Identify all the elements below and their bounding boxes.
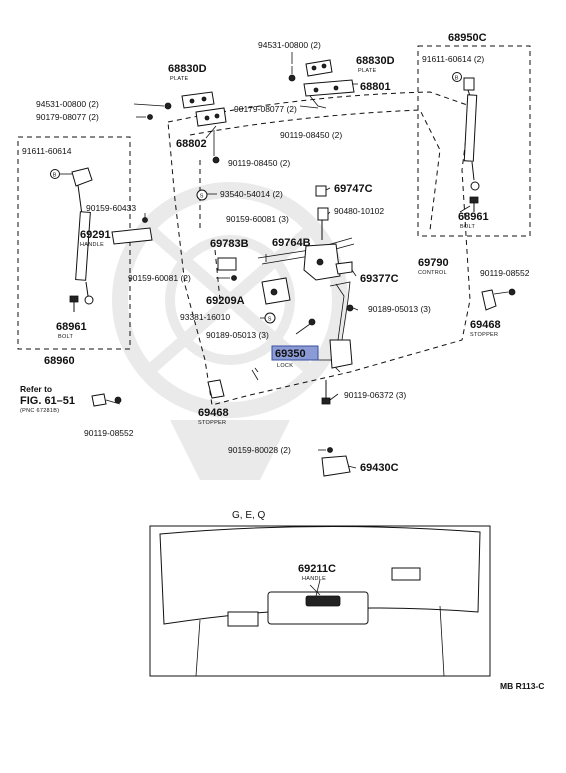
label-69468-right: 69468 — [470, 319, 501, 331]
gas-strut-right — [463, 77, 480, 191]
s-marker-a: S — [200, 194, 204, 200]
label-94531-top: 94531-00800 (2) — [258, 40, 321, 50]
label-lock: LOCK — [277, 363, 293, 369]
label-68802: 68802 — [176, 138, 207, 150]
label-68960: 68960 — [44, 355, 75, 367]
label-stopper-right: STOPPER — [470, 332, 498, 338]
b-marker-right: B — [455, 76, 459, 82]
label-91611-left: 91611-60614 — [22, 146, 72, 156]
label-91611-right: 91611-60614 (2) — [422, 54, 484, 64]
inset-view — [149, 525, 491, 677]
handle-69291 — [111, 217, 153, 245]
label-control: CONTROL — [418, 270, 447, 276]
leader-lines — [105, 52, 509, 597]
striker-69430C — [321, 447, 351, 477]
bolt-68961-left — [69, 295, 79, 312]
part-labels: 94531-00800 (2) 68830D PLATE 68950C 9161… — [20, 32, 544, 691]
label-69377c: 69377C — [360, 273, 399, 285]
s-marker-b: S — [268, 317, 272, 323]
label-69291: 69291 — [80, 229, 111, 241]
label-69350: 69350 — [275, 348, 306, 360]
label-90119-08450-b: 90119-08450 (2) — [228, 158, 290, 168]
gas-strut-left — [71, 167, 94, 305]
part-69209A — [261, 277, 291, 305]
back-door-outline — [167, 91, 471, 406]
refer-to-text: Refer to — [20, 384, 52, 394]
b-marker-right-circle — [452, 72, 462, 82]
label-90159-80028: 90159-80028 (2) — [228, 445, 291, 455]
b-marker-left-circle — [50, 169, 60, 179]
label-90189-05013-left: 90189-05013 (3) — [206, 330, 269, 340]
label-bolt-right: BOLT — [460, 224, 475, 230]
label-68961-left: 68961 — [56, 321, 87, 333]
label-plate-right: PLATE — [358, 68, 377, 74]
label-handle-69291: HANDLE — [80, 242, 104, 248]
b-marker-left: B — [53, 173, 57, 179]
label-68830d-right: 68830D — [356, 55, 395, 67]
label-90119-08552-left: 90119-08552 — [84, 428, 134, 438]
label-90480: 90480-10102 — [334, 206, 384, 216]
label-69764b: 69764B — [272, 237, 311, 249]
label-69790: 69790 — [418, 257, 449, 269]
hinge-68801 — [288, 59, 355, 109]
strut-box-left: B — [17, 136, 131, 350]
label-69430c: 69430C — [360, 462, 399, 474]
label-geq: G, E, Q — [232, 510, 266, 521]
watermark-emblem — [112, 182, 348, 480]
label-69209a: 69209A — [206, 295, 245, 307]
label-93381: 93381-16010 — [180, 312, 230, 322]
part-69783B — [217, 257, 237, 281]
label-93540: 93540-54014 (2) — [220, 189, 283, 199]
fig-reference: FIG. 61–51 — [20, 395, 75, 407]
hinge-68802 — [147, 91, 227, 164]
label-90179-left: 90179-08077 (2) — [36, 112, 99, 122]
label-90179-mid: 90179-08077 (2) — [234, 104, 297, 114]
label-90159-60081-b: 90159-60081 (2) — [128, 273, 191, 283]
label-68801: 68801 — [360, 81, 391, 93]
label-plate-left: PLATE — [170, 76, 189, 82]
label-69211c: 69211C — [298, 563, 336, 575]
bolt-68961-right — [469, 196, 479, 212]
pnc-reference: (PNC 67281B) — [20, 408, 59, 414]
label-68830d-left: 68830D — [168, 63, 207, 75]
label-94531-left: 94531-00800 (2) — [36, 99, 99, 109]
label-68961-right: 68961 — [458, 211, 489, 223]
stopper-69468-right — [481, 288, 516, 311]
label-90189-05013-right: 90189-05013 (3) — [368, 304, 431, 314]
label-stopper-left: STOPPER — [198, 420, 226, 426]
label-handle-69211c: HANDLE — [302, 576, 326, 582]
label-69747c: 69747C — [334, 183, 373, 195]
label-90159-60433: 90159-60433 — [86, 203, 136, 213]
label-69783b: 69783B — [210, 238, 249, 250]
label-68950c: 68950C — [448, 32, 487, 44]
label-90119-06372: 90119-06372 (3) — [344, 390, 406, 400]
label-90159-60081-a: 90159-60081 (3) — [226, 214, 289, 224]
strut-box-right: B — [417, 45, 531, 237]
highlight-69350-box — [271, 345, 319, 361]
label-90119-08450-a: 90119-08450 (2) — [280, 130, 342, 140]
label-69468-left: 69468 — [198, 407, 229, 419]
diagram-code: MB R113-C — [500, 681, 544, 691]
label-90119-08552-right: 90119-08552 — [480, 268, 530, 278]
label-bolt-left: BOLT — [58, 334, 73, 340]
stopper-69468-left — [91, 379, 225, 407]
lock-mechanism — [257, 185, 355, 405]
